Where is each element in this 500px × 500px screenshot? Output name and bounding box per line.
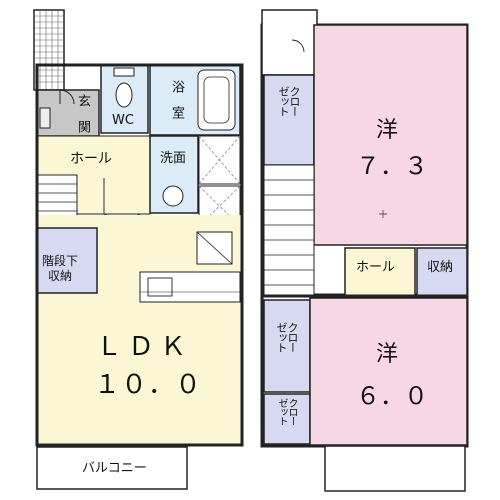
bath-label: 浴 室 bbox=[169, 80, 184, 118]
western-room-2-name-label: 洋 bbox=[376, 342, 399, 367]
western-room-2-size-label: ６．０ bbox=[356, 382, 428, 410]
kitchen-counter bbox=[139, 271, 241, 303]
balcony-label: バルコニー bbox=[82, 461, 147, 476]
closet-a-area bbox=[263, 74, 315, 166]
wc-label: WC bbox=[112, 113, 134, 128]
balcony-2f-area bbox=[324, 445, 466, 492]
closet-b-label: クロー ゼット bbox=[275, 322, 299, 352]
storage-2f-label: 収納 bbox=[427, 260, 454, 275]
balcony-area bbox=[36, 446, 188, 490]
entrance-terrace-grid bbox=[33, 9, 65, 91]
ldk-name-label: ＬＤＫ bbox=[96, 332, 193, 362]
western-room-1-name-label: 洋 bbox=[376, 118, 399, 143]
hall-2f-area bbox=[344, 247, 416, 297]
western-room-2-area bbox=[309, 297, 468, 446]
genkan-label: 玄 関 bbox=[75, 94, 90, 132]
hall-2f-label: ホール bbox=[356, 260, 396, 275]
stairs-2f bbox=[263, 164, 315, 296]
ldk-size-label: １０．０ bbox=[94, 370, 203, 400]
closet-a-label: クロー ゼット bbox=[277, 86, 301, 116]
closet-b-area bbox=[263, 299, 311, 393]
stair-storage-label: 階段下 収納 bbox=[42, 254, 79, 283]
closet-c-label: クロー ゼット bbox=[276, 398, 297, 425]
hall-1f-label: ホール bbox=[70, 151, 112, 167]
western-room-1-size-label: ７．３ bbox=[356, 152, 428, 180]
western-room-1-area bbox=[313, 24, 468, 246]
washroom-label: 洗面 bbox=[160, 151, 187, 166]
